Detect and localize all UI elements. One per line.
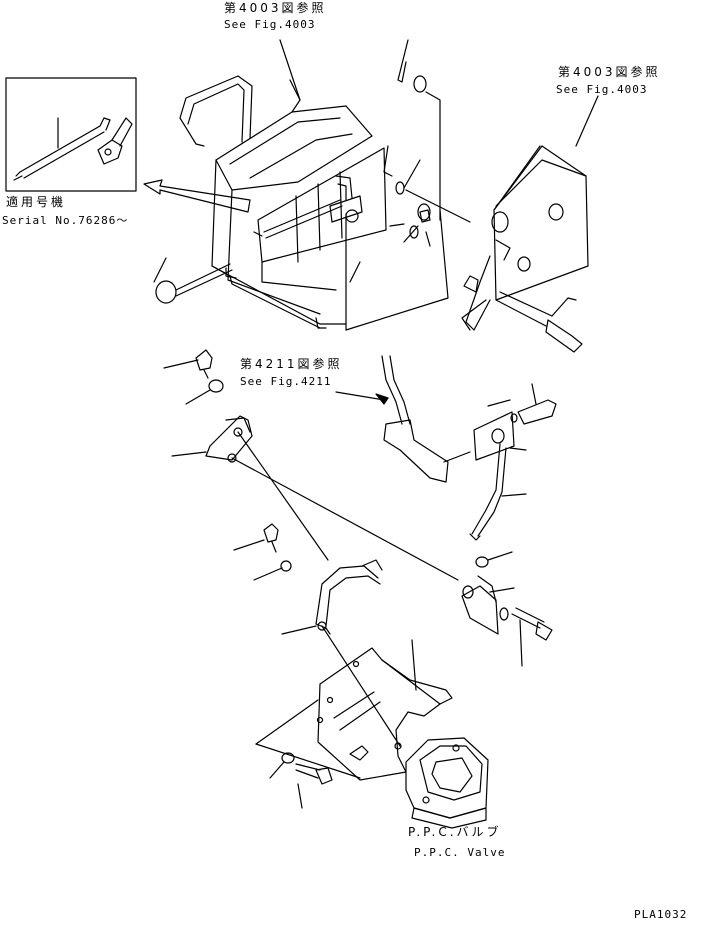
ref-top-right-en: See Fig.4003 — [556, 83, 648, 96]
arrow-to-inset — [144, 180, 250, 212]
applicable-model-jp: 適用号機 — [6, 195, 67, 209]
leader-lines-top — [154, 40, 470, 282]
serial-detail-inset — [6, 78, 136, 191]
drawing-code: PLA1032 — [634, 908, 688, 921]
ref-top-center-en: See Fig.4003 — [224, 18, 316, 31]
ref-middle-en: See Fig.4211 — [240, 375, 332, 388]
ppc-valve-en: P.P.C. Valve — [414, 846, 506, 859]
console-assembly — [156, 76, 448, 330]
serial-number: Serial No.76286～ — [2, 214, 129, 227]
lower-assembly — [164, 350, 556, 828]
ref-top-right-jp: 第4003図参照 — [558, 65, 661, 79]
ref-middle-jp: 第4211図参照 — [240, 357, 343, 371]
reference-leaders — [336, 392, 388, 404]
ref-top-center-jp: 第4003図参照 — [224, 1, 327, 15]
side-plate-assembly — [462, 96, 598, 352]
ppc-valve-jp: P.P.C.バルブ — [408, 825, 502, 839]
